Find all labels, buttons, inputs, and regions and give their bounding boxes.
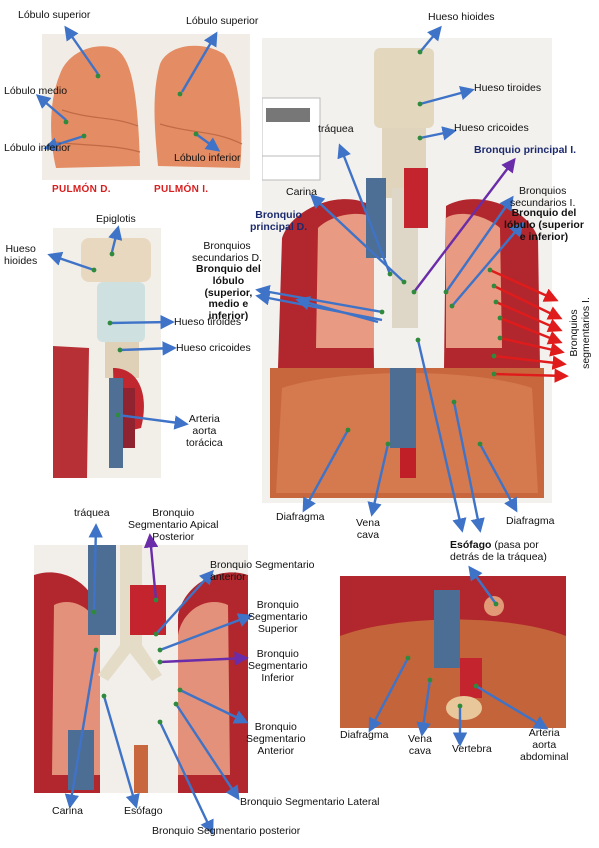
label-bronquio-segmentario-lateral: Bronquio Segmentario Lateral	[240, 796, 380, 808]
label-bronquio-segmentario-posterior: Bronquio Segmentario posterior	[152, 825, 301, 837]
label-hueso-cricoides-2: Hueso cricoides	[176, 342, 251, 354]
label-hueso-tiroides-3: Hueso tiroides	[474, 82, 542, 94]
label-diafragma-3-left: Diafragma	[276, 511, 325, 523]
label-pulmon-d: PULMÓN D.	[52, 184, 111, 195]
label-lobulo-superior-d: Lóbulo superior	[18, 9, 91, 21]
label-hueso-cricoides-3: Hueso cricoides	[454, 122, 529, 134]
label-traquea-3: tráquea	[318, 123, 354, 135]
label-lobulo-inferior-d: Lóbulo inferior	[4, 142, 71, 154]
label-diafragma-3-right: Diafragma	[506, 515, 555, 527]
bronchial-tree-photo	[34, 545, 248, 793]
label-traquea-4: tráquea	[74, 507, 110, 519]
label-esofago-3: Esófago (pasa por detrás de la tráquea)	[450, 539, 547, 563]
label-lobulo-inferior-i: Lóbulo inferior	[174, 152, 241, 164]
label-vertebra: Vertebra	[452, 743, 492, 755]
label-bronquio-principal-i: Bronquio principal I.	[474, 144, 577, 156]
label-hueso-tiroides-2: Hueso tiroides	[174, 316, 242, 328]
label-diafragma-5: Diafragma	[340, 729, 389, 741]
label-carina-4: Carina	[52, 805, 83, 817]
label-epiglotis: Epiglotis	[96, 213, 136, 225]
label-carina-3: Carina	[286, 186, 317, 198]
label-lobulo-superior-i: Lóbulo superior	[186, 15, 259, 27]
label-pulmon-i: PULMÓN I.	[154, 184, 209, 195]
diaphragm-photo	[340, 576, 566, 728]
label-hueso-hioides-3: Hueso hioides	[428, 11, 495, 23]
label-lobulo-medio: Lóbulo medio	[4, 85, 68, 97]
label-esofago-4: Esófago	[124, 805, 163, 817]
